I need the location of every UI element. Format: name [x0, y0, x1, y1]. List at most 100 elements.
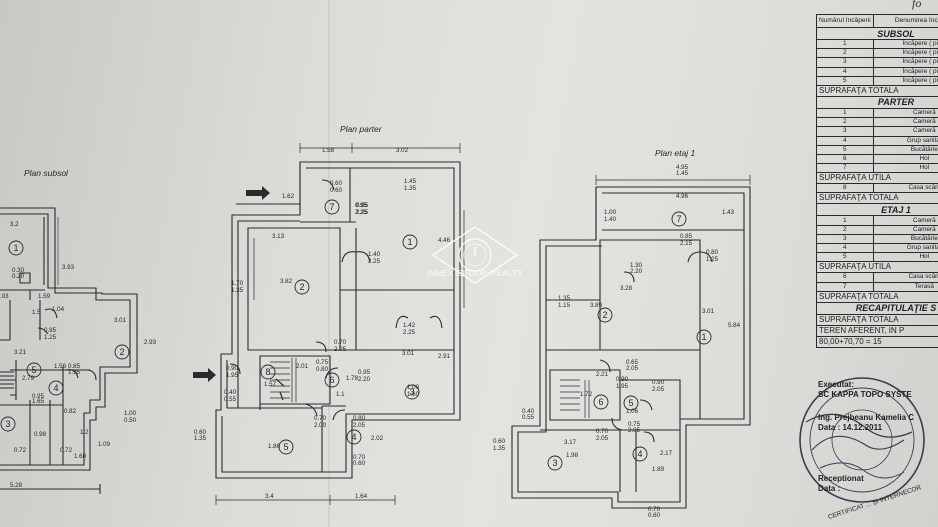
- dimension-label: 0.75: [628, 421, 641, 428]
- total-row: SUPRAFAŢA TOTALA: [816, 84, 938, 97]
- room-circle-etaj-2: [597, 307, 613, 323]
- table-cell: SUBSOL: [816, 27, 938, 40]
- dimension-label: 2.15: [680, 240, 693, 247]
- corner-handwriting: fo: [912, 0, 922, 10]
- dimension-label: 4.46: [438, 237, 451, 244]
- room-circle-etaj-3: [547, 455, 563, 471]
- table-cell: 5: [816, 144, 874, 155]
- dimension-label: 0.90: [652, 379, 665, 386]
- dimension-label: 1.60: [407, 391, 420, 398]
- table-cell: Hol: [872, 252, 938, 263]
- table-cell: 2: [816, 48, 874, 59]
- dimension-label: 3.17: [564, 439, 577, 446]
- table-cell: PARTER: [816, 95, 938, 109]
- table-cell: Cameră: [872, 107, 938, 119]
- dimension-label: 0.30: [12, 267, 25, 274]
- dimension-label: 1.45: [404, 178, 417, 185]
- table-cell: 5: [816, 252, 874, 263]
- total-row: SUPRAFAŢA UTILA: [816, 261, 938, 274]
- room-number-parter-5: 5: [283, 442, 288, 452]
- dimension-label: 1.00: [604, 209, 617, 216]
- dimension-label: 0.72: [60, 447, 73, 454]
- dimension-label: 1.56: [54, 363, 67, 370]
- room-circle-subsol-5: [26, 362, 42, 378]
- room-circle-subsol-4: [48, 380, 64, 396]
- table-cell: 2: [816, 224, 874, 235]
- dimension-label: 2.05: [596, 435, 609, 442]
- dimension-label: 3.93: [62, 264, 75, 271]
- dimension-label: 2.05: [652, 386, 665, 393]
- dimension-label: 3.01: [402, 350, 415, 357]
- dimension-label: 0.95: [44, 327, 57, 334]
- dimension-label: 0.60: [353, 460, 366, 467]
- room-number-subsol-3: 3: [5, 419, 10, 429]
- dimension-label: 0.82: [64, 408, 77, 415]
- dimension-label: 2.25: [355, 209, 368, 216]
- dimension-label: 1.70: [231, 280, 244, 287]
- dimension-label: 0.40: [522, 408, 535, 415]
- table-cell: Casa scării: [872, 183, 938, 194]
- room-number-etaj-2: 2: [602, 310, 607, 320]
- table-header: Numărul încăperii Denumirea încăperii: [816, 14, 938, 28]
- dimension-label: 1.58: [322, 147, 335, 154]
- dimension-label: 0.70: [334, 339, 347, 346]
- dimension-label: 1.86: [268, 443, 281, 450]
- room-circle-parter-8: [260, 364, 276, 380]
- dimension-label: 0.80: [316, 366, 329, 373]
- table-cell: ETAJ 1: [816, 203, 938, 217]
- recap-row: SUPRAFAŢA TOTALA: [816, 313, 938, 326]
- dimension-label: 2.00: [314, 422, 327, 429]
- dimension-label: 0.90: [616, 376, 629, 383]
- dimension-label: 1.2: [80, 429, 89, 436]
- dimension-label: 0.65: [626, 359, 639, 366]
- table-cell: 7: [816, 281, 874, 292]
- paper-fold: [328, 0, 330, 527]
- dimension-label: 0.20: [12, 273, 25, 280]
- dimension-label: 0.50: [124, 417, 137, 424]
- dimension-label: 1.25: [44, 334, 57, 341]
- room-circle-parter-4: [346, 429, 362, 445]
- dimension-label: 0.70: [353, 454, 366, 461]
- table-cell: Încăpere ( pivni: [872, 57, 938, 68]
- table-cell: 1: [816, 215, 874, 226]
- table-cell: Terasă: [872, 281, 938, 292]
- dimension-label: 1.65: [32, 398, 45, 405]
- data-label: Data :: [818, 484, 841, 494]
- dimension-label: 1.15: [558, 302, 571, 309]
- total-row: SUPRAFAŢA UTILA: [816, 172, 938, 185]
- room-number-etaj-3: 3: [552, 458, 557, 468]
- dimension-label: 0.70: [314, 415, 327, 422]
- recap-title: RECAPITULAŢIE S: [816, 301, 938, 315]
- dimension-label: 1.98: [566, 452, 579, 459]
- engineer-name: Ing. Prejbeanu Kamelia C: [818, 412, 915, 422]
- room-number-etaj-1: 1: [701, 332, 706, 342]
- dimension-label: 0.70: [648, 506, 661, 513]
- table-cell: Grup sanitar: [872, 135, 938, 146]
- table-cell: Cameră: [872, 126, 938, 137]
- dimension-label: 1.09: [98, 441, 111, 448]
- table-cell: Hol: [872, 153, 938, 165]
- dimension-label: 1.04: [52, 306, 65, 313]
- dimension-label: 2.05: [334, 346, 347, 353]
- receptionat-label: Receptionat: [818, 473, 864, 483]
- dimension-label: 0.60: [648, 512, 661, 519]
- table-cell: SUPRAFAŢA TOTALA: [816, 84, 938, 97]
- dimension-label: 0.70: [596, 428, 609, 435]
- dimension-label: 1.68: [74, 453, 87, 460]
- dimension-label: 0.85: [68, 363, 81, 370]
- table-cell: 4: [816, 66, 874, 77]
- dimension-labels: 3.23.930.300.201.591.040.951.253.012.933…: [0, 147, 741, 519]
- room-number-subsol-1: 1: [13, 243, 18, 253]
- room-circle-etaj-6: [593, 394, 609, 410]
- dimension-label: 1.95: [68, 369, 81, 376]
